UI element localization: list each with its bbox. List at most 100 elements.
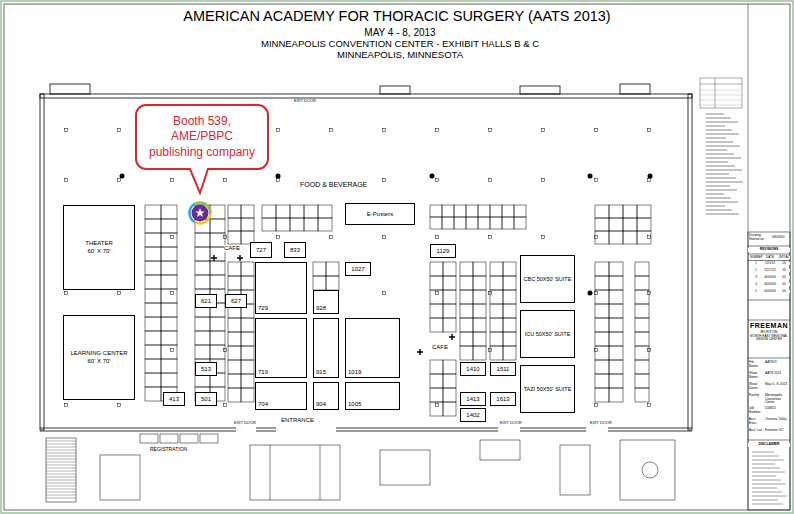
booth-cell: [430, 388, 443, 402]
booth-cell: [514, 205, 526, 217]
title-block-cell: Minneapolis Convention Center: [765, 394, 789, 405]
column-pillar: [436, 129, 439, 132]
cafe-symbol: [237, 255, 243, 261]
stair-step: [46, 459, 76, 460]
revision-cell: CS: [778, 262, 790, 265]
booth-cell: [161, 331, 177, 345]
booth-cell: [228, 346, 241, 360]
notes-table-part: [700, 84, 742, 85]
column-pillar: [65, 292, 68, 295]
booth-cell: [503, 290, 516, 304]
hall-walls-part: [620, 84, 650, 94]
revision-cell: 00: [778, 283, 790, 286]
booth-cell: [290, 205, 304, 218]
booth-cell: [145, 373, 161, 387]
booth-cell: [478, 205, 490, 217]
booth-cell: [502, 217, 514, 229]
column-pillar: [595, 404, 598, 407]
column-pillar: [436, 404, 439, 407]
lower-lobby-part: [180, 434, 198, 443]
hall-walls-part: [380, 86, 410, 94]
booth-cell: [503, 346, 516, 360]
booth-cell: [241, 276, 254, 290]
stair-step: [46, 462, 76, 463]
column-pillar: [489, 292, 492, 295]
poster-area: E-Posters: [345, 203, 415, 225]
disclaimer-line: [752, 456, 779, 457]
booth-cell: [241, 374, 254, 388]
booth-cell: [595, 318, 609, 332]
column-pillar: [595, 349, 598, 352]
column-pillar: [648, 349, 651, 352]
node-text: 1413: [466, 396, 479, 402]
note-line: [706, 210, 732, 211]
title: AMERICAN ACADEMY FOR THORACIC SURGERY (A…: [0, 8, 794, 25]
note-line: [706, 166, 735, 167]
column-pillar: [648, 236, 651, 239]
stair-step: [46, 474, 76, 475]
booth-cell: [430, 217, 442, 229]
booth-cell: [161, 359, 177, 373]
hall-walls-part: [50, 84, 90, 94]
area-label: EXIT DOOR: [294, 99, 316, 104]
column-pillar: [542, 179, 545, 182]
suite-box: TAZI 50X50' SUITE: [520, 365, 575, 413]
booth-cell: [502, 205, 514, 217]
booth-cell: [442, 217, 454, 229]
booth-cell: [161, 247, 177, 261]
floor-box-dot: [430, 174, 435, 179]
booth-cell: [595, 388, 609, 402]
title-block-cell: Z44815: [765, 407, 789, 411]
node-text: 1027: [351, 266, 364, 272]
booth-cell: [466, 217, 478, 229]
disclaimer-line: [752, 468, 780, 469]
booth-cell: [490, 318, 503, 332]
booth-cell: [161, 219, 177, 233]
booth-cell: [595, 276, 609, 290]
title-block-cell: Acct. Exec.:: [749, 418, 764, 425]
island-booth: 1005: [345, 382, 400, 410]
booth-cell: [490, 304, 503, 318]
booth-cell: [609, 388, 623, 402]
booth-cell: [595, 304, 609, 318]
booth-cell: [473, 346, 486, 360]
booth-cell: [228, 388, 241, 402]
booth-box: 413: [163, 392, 185, 406]
column-pillar: [489, 129, 492, 132]
note-line: [706, 170, 742, 171]
column-pillar: [542, 129, 545, 132]
booth-cell: [490, 290, 503, 304]
booth-cell: [210, 233, 225, 247]
booth-marker-part: [190, 203, 211, 224]
booth-cell: [228, 205, 241, 218]
booth-cell: [228, 231, 241, 244]
booth-cell: [443, 262, 456, 276]
booth-cell: [460, 276, 473, 290]
booth-box: 627: [225, 294, 247, 308]
note-line: [706, 186, 730, 187]
booth-cell: [210, 247, 225, 261]
booth-cell: [161, 373, 177, 387]
booth-cell: [635, 374, 649, 388]
stair-step: [46, 480, 76, 481]
booth-cell: [430, 304, 443, 318]
subtitle: MINNEAPOLIS CONVENTION CENTER - EXHIBIT …: [200, 39, 600, 50]
booth-box: 513: [195, 362, 217, 376]
booth-box: 727: [250, 242, 272, 258]
hall-walls-part: [688, 94, 692, 430]
booth-cell: [228, 276, 241, 290]
column-pillar: [224, 404, 227, 407]
booth-cell: [276, 205, 290, 218]
booth-cell: [635, 346, 649, 360]
notes-table: [700, 78, 742, 108]
node-subtext: NORTH EAST REGIONAL DESIGN CENTER: [749, 335, 789, 342]
booth-cell: [454, 217, 466, 229]
booth-cell: [443, 290, 456, 304]
title-block-cell: AATS13: [765, 361, 789, 365]
column-pillar: [171, 236, 174, 239]
note-line: [706, 178, 736, 179]
title-block-cell: Show Name:: [749, 372, 764, 379]
node-text: 1019: [348, 369, 361, 375]
booth-cell: [443, 374, 456, 388]
